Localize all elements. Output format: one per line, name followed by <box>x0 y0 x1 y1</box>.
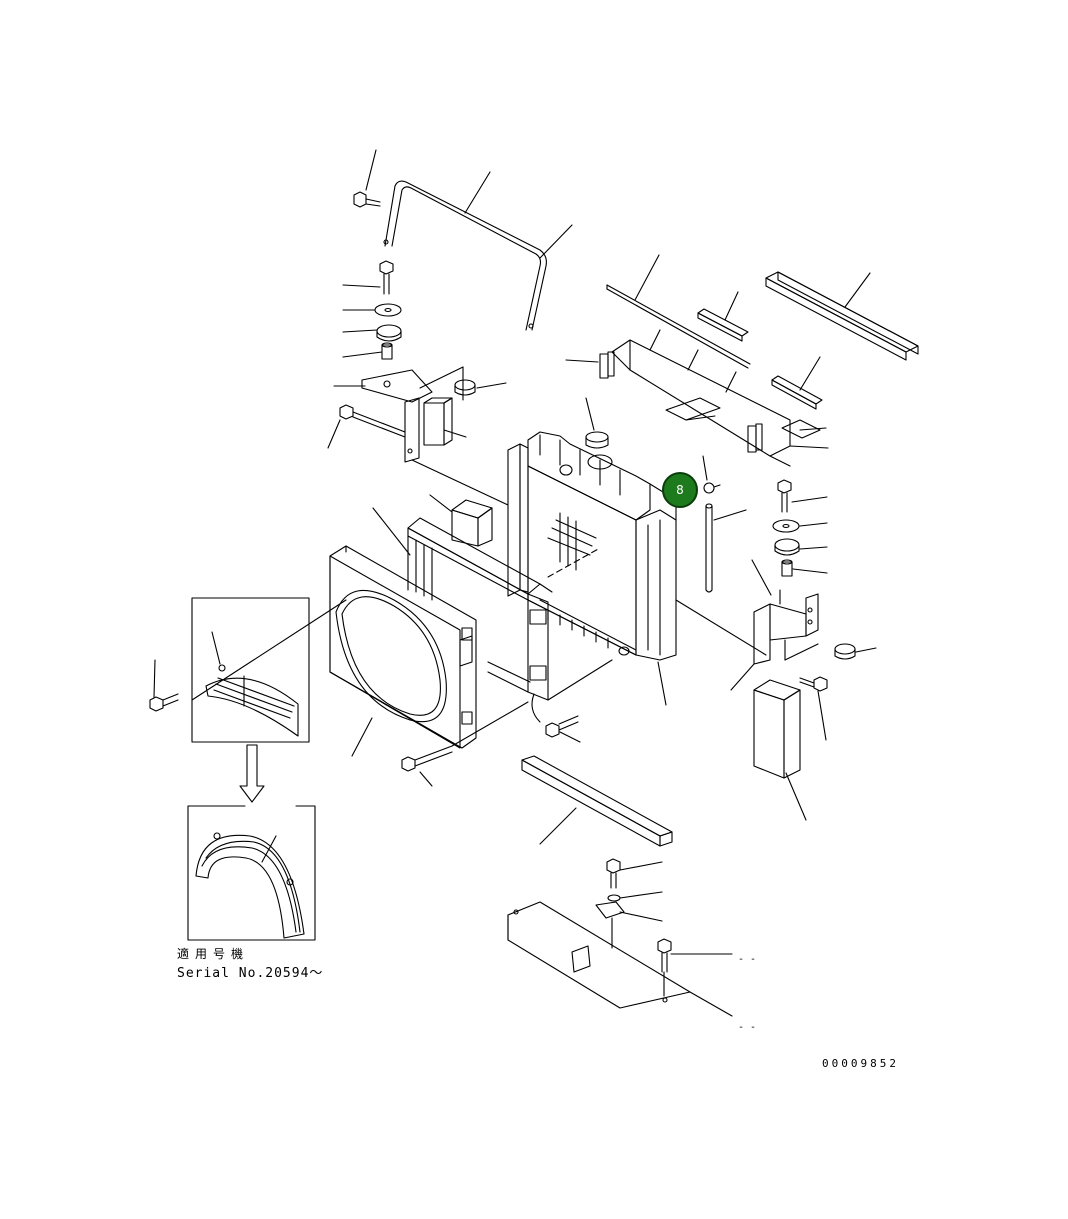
radiator-cap <box>585 397 609 449</box>
right-bracket <box>675 559 819 691</box>
bolt-center-bottom <box>545 715 581 743</box>
seal-block-small-1 <box>565 351 615 379</box>
bolt-top-left <box>353 149 381 208</box>
radiator-stay-bar <box>383 171 573 331</box>
applicable-serial-number: Serial No.20594～ <box>177 966 324 981</box>
hose-clamp <box>702 455 721 494</box>
detail-arrow <box>239 744 265 803</box>
upper-bracket-assembly <box>606 254 829 467</box>
detail-box-after <box>187 805 316 941</box>
bolt-left-bracket <box>327 404 406 449</box>
rubber-strip-2 <box>771 356 823 410</box>
callout-8[interactable]: 8 <box>662 472 698 508</box>
overflow-hose <box>705 503 747 593</box>
rubber-strip-1 <box>697 291 749 342</box>
trailing-mark-2: - - <box>738 1022 757 1033</box>
bolt-shroud-left <box>149 659 179 712</box>
trailing-mark-1: - - <box>738 954 757 965</box>
cushion-left <box>454 379 507 396</box>
detail-box-before <box>191 597 310 743</box>
applicable-serial-jp: 適用号機 <box>177 947 250 961</box>
bolt-right-bracket <box>799 676 828 741</box>
foam-block-center <box>451 499 493 547</box>
radiator-core <box>429 431 677 706</box>
under-cover-hardware <box>595 858 733 997</box>
long-seal-top <box>765 271 919 361</box>
cushion-right <box>834 643 877 660</box>
left-mount-stack <box>342 260 402 360</box>
left-bracket <box>333 366 509 506</box>
fan-shroud <box>191 545 477 757</box>
seal-block-small-2 <box>747 423 763 453</box>
drawing-number: 00009852 <box>822 1057 899 1070</box>
bolt-shroud-bottom <box>401 701 529 787</box>
foam-block-right <box>753 679 807 821</box>
right-mount-stack <box>772 479 828 577</box>
lower-seal <box>521 755 673 847</box>
under-cover <box>507 901 733 1017</box>
